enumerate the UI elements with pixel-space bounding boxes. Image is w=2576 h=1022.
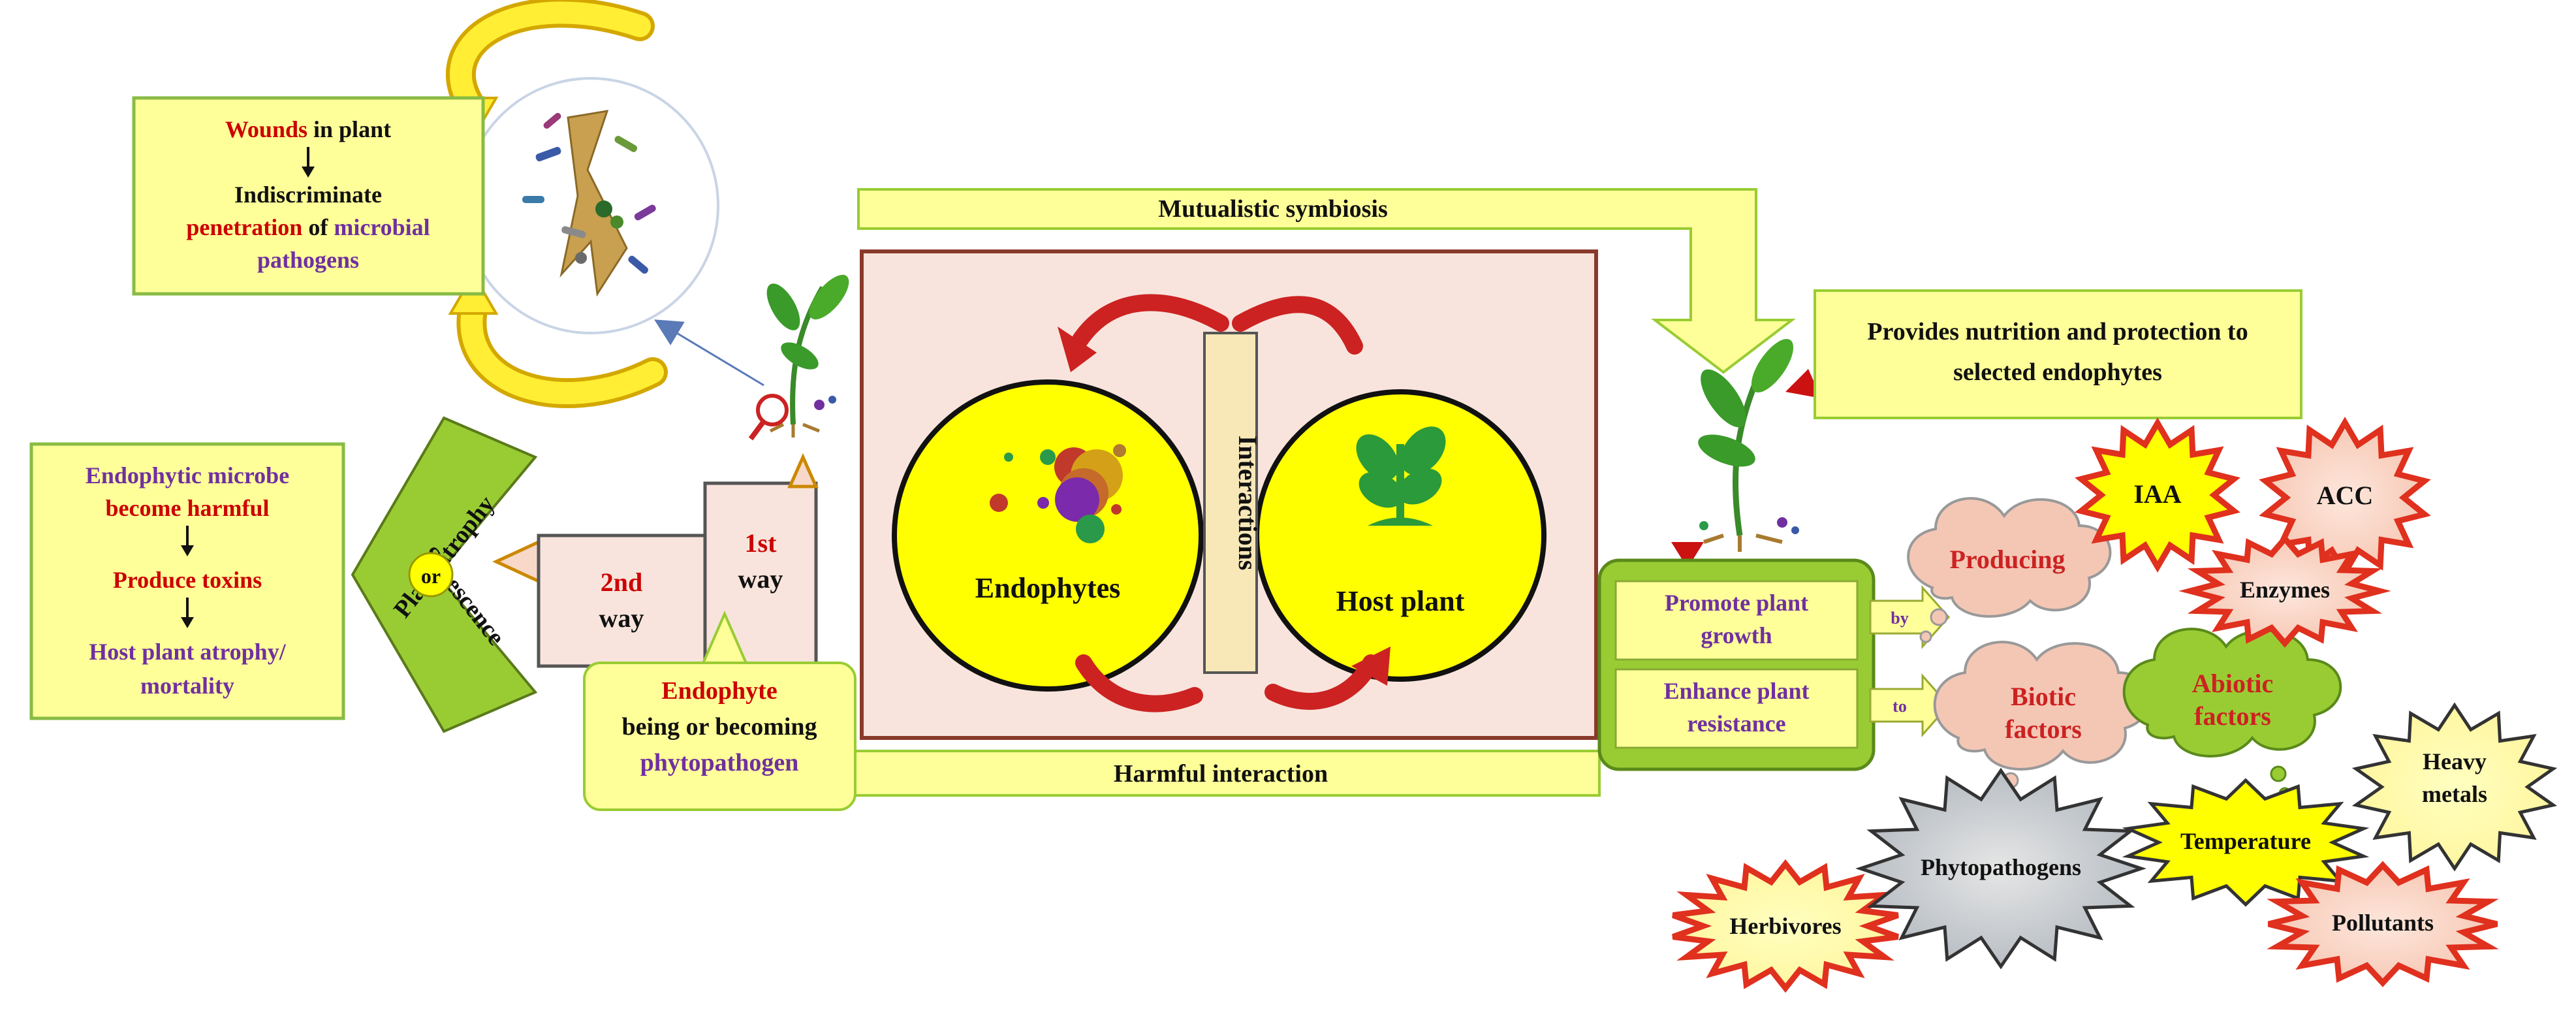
wound-line3: penetration of microbial	[186, 214, 430, 240]
bursts-layer	[1672, 417, 2558, 993]
microbe-penetration-circle	[462, 77, 719, 334]
abiotic-label-1: Abiotic	[2192, 669, 2273, 698]
first-way-num: 1st	[745, 528, 778, 558]
phytopathogens-label: Phytopathogens	[1921, 854, 2081, 880]
or-badge	[408, 552, 454, 598]
iaa-burst	[2075, 417, 2240, 573]
endophytes-circle	[892, 379, 1204, 692]
enzymes-burst	[2178, 534, 2391, 648]
phytopathogens-burst	[1855, 767, 2146, 970]
harmful-line1: Endophytic microbe	[86, 462, 289, 488]
temperature-label: Temperature	[2180, 828, 2311, 854]
or-label: or	[421, 564, 441, 588]
interactions-label: Interactions	[1233, 436, 1263, 571]
harmful-box: Endophytic microbe become harmful Produc…	[29, 442, 345, 720]
nutrition-line1: Provides nutrition and protection to	[1867, 318, 2248, 345]
enhance-line1: Enhance plant	[1663, 678, 1809, 704]
right-sprout-icon	[1671, 339, 1821, 568]
ways-boxes: 2nd way 1st way	[537, 453, 819, 668]
pollutants-burst	[2267, 861, 2499, 987]
wound-line2: Indiscriminate	[234, 182, 382, 208]
harmful-line5: mortality	[140, 673, 234, 699]
second-way-word: way	[599, 603, 644, 633]
promote-row	[1614, 580, 1859, 661]
host-plant-label: Host plant	[1336, 585, 1465, 617]
mutualistic-arrow: Mutualistic symbiosis	[857, 188, 1796, 374]
iaa-label: IAA	[2133, 479, 2181, 509]
heavy-label-1: Heavy	[2423, 748, 2487, 774]
biotic-label-2: factors	[2005, 714, 2082, 744]
host-plant-circle	[1254, 389, 1547, 682]
mutualistic-label: Mutualistic symbiosis	[1158, 195, 1388, 223]
heavy-label-2: metals	[2422, 781, 2487, 807]
to-arrow: to	[1869, 673, 1951, 737]
producing-label: Producing	[1949, 545, 2065, 574]
promote-line1: Promote plant	[1665, 590, 1808, 616]
first-way-word: way	[738, 564, 783, 594]
endophytes-label: Endophytes	[975, 572, 1121, 604]
enhance-line2: resistance	[1687, 711, 1785, 737]
wound-line1: Wounds in plant	[225, 116, 391, 142]
biotic-cloud: Biotic factors	[1933, 641, 2150, 806]
harmful-label: Harmful interaction	[1114, 760, 1328, 788]
endophyte-box: Endophyte being or becoming phytopathoge…	[583, 611, 856, 811]
wound-box: Wounds in plant Indiscriminate penetrati…	[132, 96, 485, 296]
endophyte-line2: being or becoming	[621, 713, 817, 741]
acc-label: ACC	[2317, 481, 2374, 510]
abiotic-cloud: Abiotic factors	[2122, 628, 2342, 800]
endophyte-line1: Endophyte	[661, 677, 777, 705]
nutrition-line2: selected endophytes	[1953, 359, 2162, 386]
green-panel: Promote plant growth Enhance plant resis…	[1597, 558, 1876, 771]
harmful-arrow: Harmful interaction	[854, 750, 1601, 797]
atrophy-chevron: Plant atrophy Senescence or	[351, 416, 541, 733]
enzymes-label: Enzymes	[2240, 577, 2330, 603]
center-panel: Endophytes Host plant Interactions	[860, 249, 1598, 740]
harmful-line4: Host plant atrophy/	[89, 639, 286, 665]
harmful-line2: become harmful	[106, 495, 270, 521]
svg-text:by: by	[1891, 609, 1908, 628]
enhance-row	[1614, 668, 1859, 749]
temperature-burst	[2122, 778, 2370, 907]
red-cycle-arrows	[1058, 294, 1390, 712]
heavy-metals-burst	[2351, 702, 2558, 872]
abiotic-label-2: factors	[2194, 701, 2271, 731]
biotic-label-1: Biotic	[2011, 682, 2076, 711]
second-way-num: 2nd	[601, 567, 643, 597]
microbes-icon	[990, 444, 1126, 543]
svg-text:to: to	[1893, 697, 1907, 716]
cycle-arrows	[446, 0, 668, 408]
harmful-line3: Produce toxins	[113, 567, 262, 593]
plant-icon	[1356, 426, 1446, 526]
sprout-magnifier-icon	[653, 274, 849, 441]
interactions-bar	[1203, 332, 1258, 674]
nutrition-box: Provides nutrition and protection to sel…	[1814, 289, 2302, 419]
wound-line4: pathogens	[257, 247, 359, 273]
herbivores-label: Herbivores	[1729, 913, 1841, 939]
producing-cloud: Producing	[1907, 497, 2112, 643]
pollutants-label: Pollutants	[2332, 910, 2434, 936]
promote-line2: growth	[1701, 622, 1772, 648]
endophyte-line3: phytopathogen	[640, 749, 799, 776]
burst-labels: IAA ACC Enzymes Heavy metals Temperature…	[1729, 479, 2487, 939]
